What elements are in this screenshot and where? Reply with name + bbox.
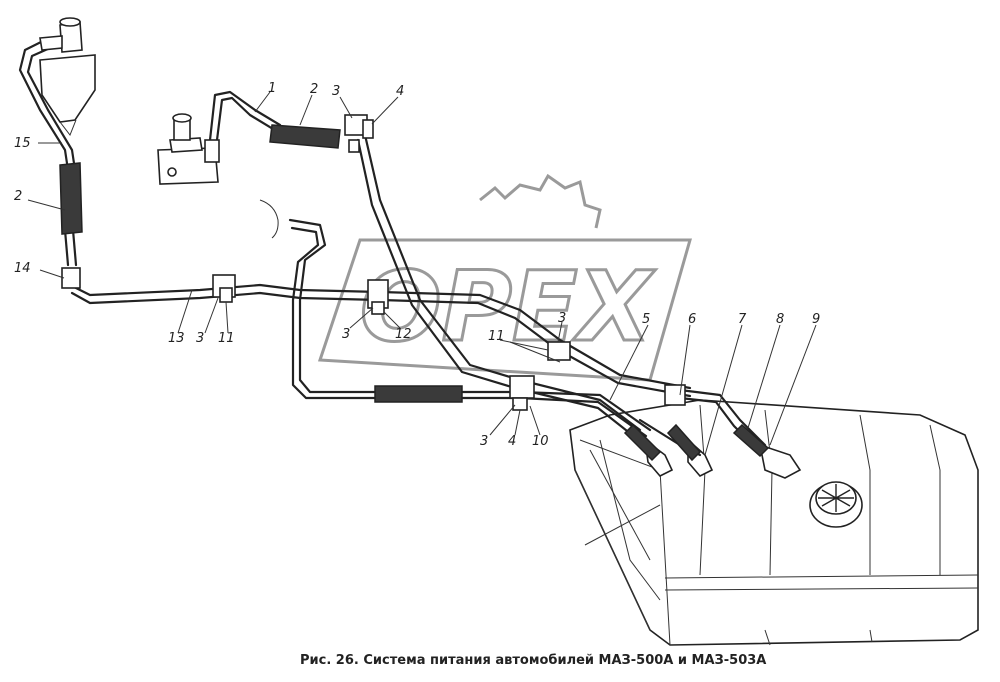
watermark-text: OPEX bbox=[360, 251, 656, 363]
part-labels: 1 2 3 4 15 2 14 13 3 11 3 12 11 3 5 6 7 … bbox=[14, 81, 820, 449]
pipe-clamps bbox=[61, 114, 686, 411]
label-14: 14 bbox=[14, 261, 31, 276]
label-3: 3 bbox=[196, 331, 204, 346]
label-2: 2 bbox=[14, 189, 22, 204]
label-1: 1 bbox=[268, 81, 276, 96]
label-13: 13 bbox=[168, 331, 185, 346]
label-3: 3 bbox=[342, 327, 350, 342]
label-12: 12 bbox=[395, 327, 412, 342]
label-2: 2 bbox=[310, 82, 318, 97]
label-10: 10 bbox=[532, 434, 549, 449]
label-5: 5 bbox=[642, 312, 650, 327]
watermark-logo: OPEX bbox=[317, 173, 692, 382]
label-9: 9 bbox=[812, 312, 820, 327]
label-11: 11 bbox=[218, 331, 235, 346]
label-3: 3 bbox=[558, 311, 566, 326]
label-6: 6 bbox=[688, 312, 696, 327]
rubber-hoses bbox=[59, 124, 770, 462]
leader-lines bbox=[27, 91, 817, 456]
label-3: 3 bbox=[480, 434, 488, 449]
label-8: 8 bbox=[776, 312, 784, 327]
label-3: 3 bbox=[332, 84, 340, 99]
label-4: 4 bbox=[508, 434, 516, 449]
figure-caption: Рис. 26. Система питания автомобилей МАЗ… bbox=[300, 653, 766, 668]
fuel-filter bbox=[39, 17, 96, 137]
label-7: 7 bbox=[738, 312, 747, 327]
label-4: 4 bbox=[396, 84, 404, 99]
label-15: 15 bbox=[14, 136, 31, 151]
filler-neck-cap bbox=[809, 481, 863, 528]
fuel-tap-block bbox=[157, 113, 220, 185]
label-11: 11 bbox=[488, 329, 505, 344]
